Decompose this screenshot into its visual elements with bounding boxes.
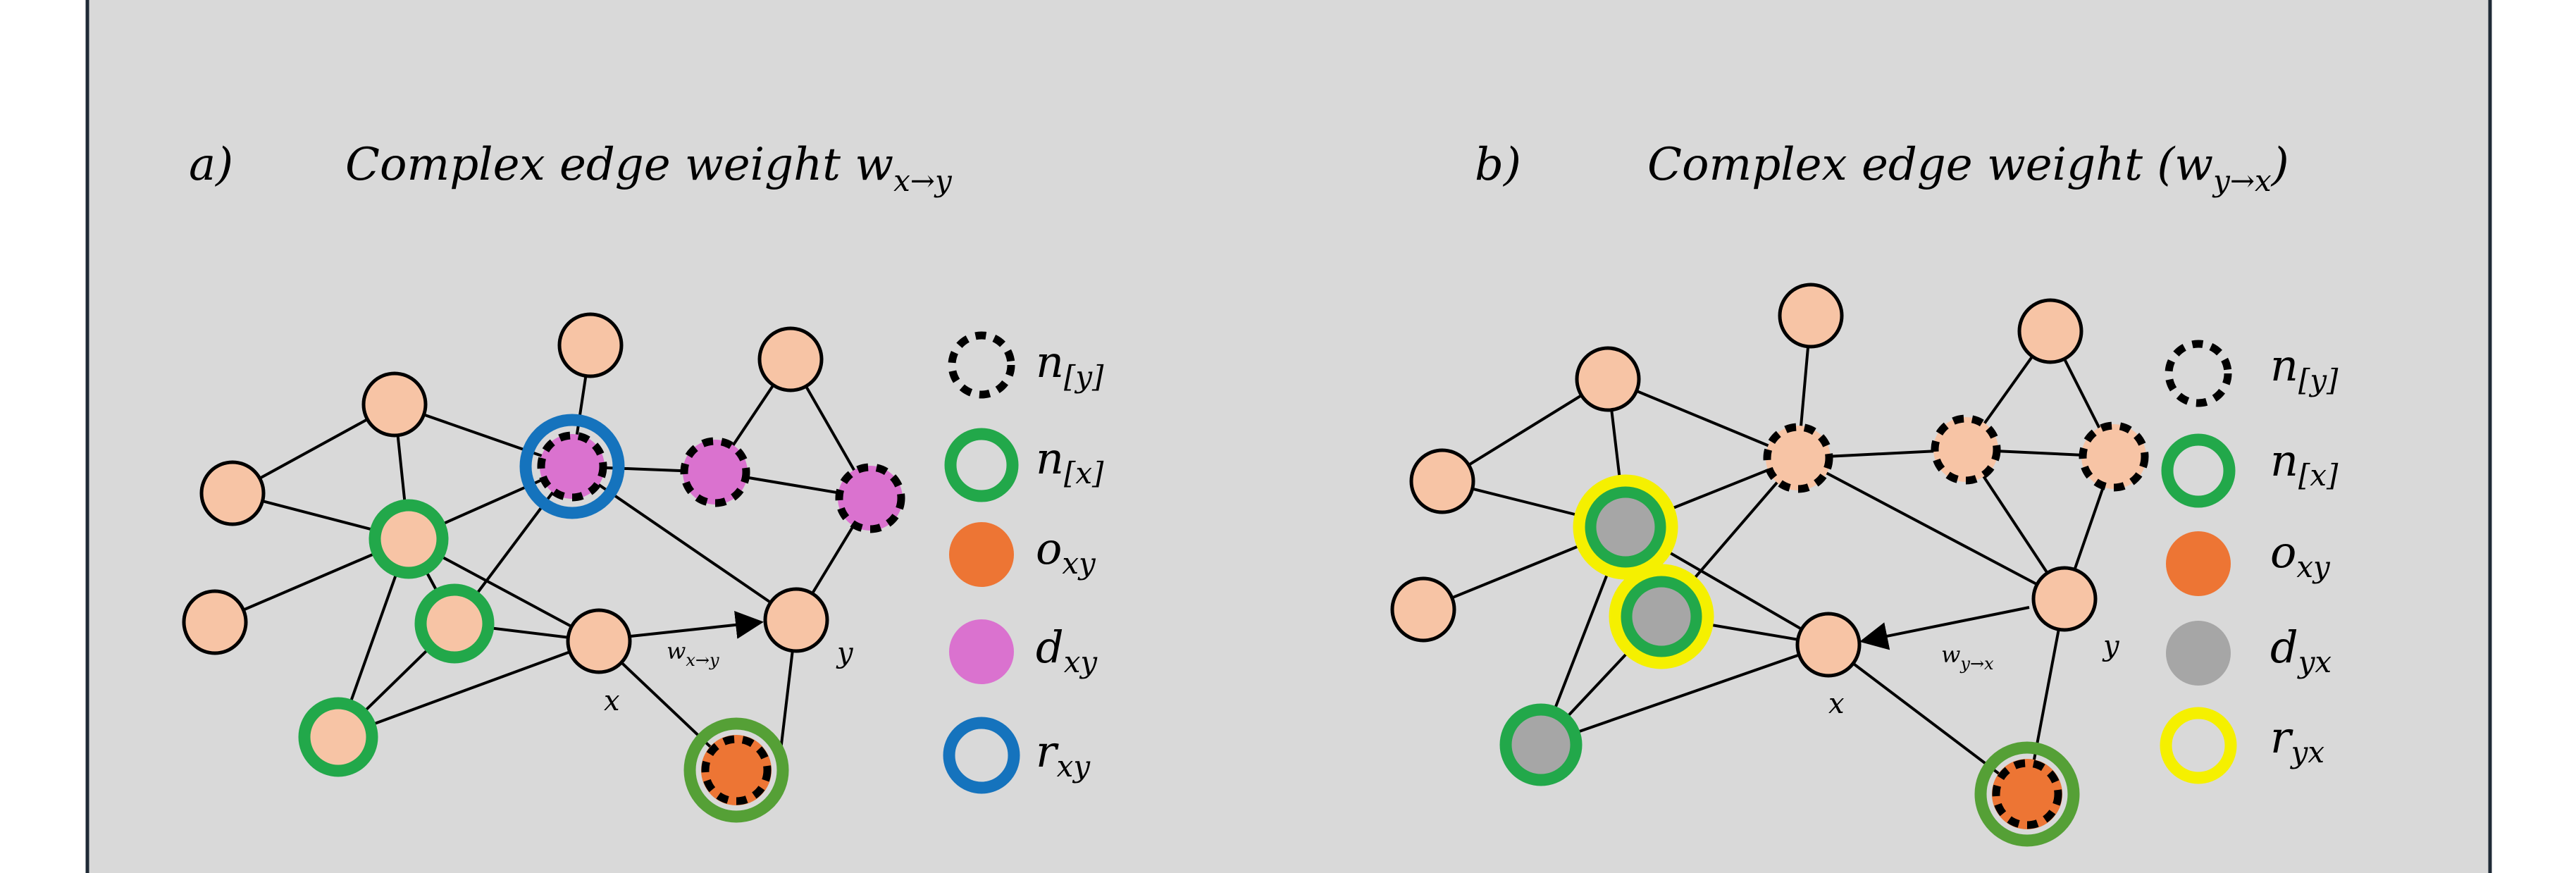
neighbor-x-ring [1974,741,2080,847]
node [557,312,624,378]
legend-label: n[y] [2270,340,2339,397]
node [1575,346,1641,412]
neighbor-x-ring [683,717,789,823]
d-xy-node [838,466,903,531]
node-x [566,608,632,674]
panel-a-legend: n[y] n[x] oxy dxy rxy [943,331,1104,794]
neighbor-x-ring [414,583,495,664]
legend-label: n[x] [2270,435,2339,493]
panel-b-node-x-label: x [1828,688,1845,720]
o-xy-node [1992,759,2062,829]
panel-b-label: b) [1475,139,1521,191]
d-yx-node [1629,584,1694,649]
panel-a: a) Complex edge weight wx→y [182,139,1104,823]
neighbor-y-dashed-ring [537,431,607,502]
legend-label: dyx [2270,621,2332,679]
node [757,326,824,392]
neighbor-y-dashed-ring [701,735,772,805]
legend-label: rxy [1036,726,1091,784]
neighbor-y-dashed-ring [1992,759,2062,829]
panel-a-nodes [182,312,905,823]
legend-label: n[x] [1036,433,1104,490]
panel-b-node-y-label: y [2102,630,2120,662]
node-y [763,587,829,653]
r-xy-node [540,434,605,499]
panel-a-title-symbol: w [855,139,893,191]
legend-marker-green-ring [944,428,1019,502]
neighbor-y-node [2081,424,2146,489]
panel-a-edge-weight-label: wx→y [667,638,719,670]
legend-marker-blue-ring [943,717,1020,794]
neighbor-y-dashed-ring [835,463,905,533]
neighbor-y-dashed-ring [680,437,750,507]
node [1778,283,1844,349]
node [1390,576,1456,643]
panel-b: b) Complex edge weight (wy→x) [1390,139,2339,847]
panel-a-node-y-label: y [836,637,854,669]
neighbor-x-ring [369,499,449,579]
neighbor-x-ring [1620,575,1703,658]
neighbor-x-ring [298,697,378,777]
neighbor-y-dashed-ring [2079,421,2149,492]
node-x [1795,612,1862,678]
legend-marker-dashed-ring [2165,340,2232,407]
panel-a-title: Complex edge weight wx→y [345,139,953,198]
panel-b-legend: n[y] n[x] oxy dyx ryx [2160,340,2339,784]
legend-label: oxy [1036,523,1096,581]
neighbor-x-ring [1584,485,1667,569]
panel-b-edge-weight-label: wy→x [1941,641,1994,674]
legend-label: dxy [1036,621,1098,679]
legend-marker-orange-dot [2166,531,2231,596]
d-yx-node [1509,712,1573,777]
legend-label: oxy [2270,526,2331,584]
node [1409,448,1475,514]
neighbor-y-node [1933,417,1998,482]
d-xy-node [683,440,748,504]
panel-b-title-prefix: Complex edge weight [1647,139,2157,191]
panel-b-directed-edge [1859,606,2030,650]
neighbor-y-dashed-ring [1763,423,1833,493]
legend-marker-yellow-ring [2160,707,2237,784]
legend-marker-pink-dot [949,619,1014,684]
d-yx-node [1593,495,1658,559]
panel-b-nodes [1390,283,2149,847]
node [182,589,248,655]
panel-b-title: Complex edge weight (wy→x) [1647,139,2289,198]
legend-label: ryx [2270,712,2324,769]
legend-marker-gray-dot [2166,621,2231,686]
node [2017,298,2083,364]
node [361,371,428,438]
r-xy-ring [519,414,625,519]
legend-label: n[y] [1036,336,1104,394]
r-yx-ring [1609,564,1714,669]
node-y [2031,566,2098,632]
o-xy-node [701,735,772,805]
panel-a-label: a) [189,139,233,191]
neighbor-y-dashed-ring [1931,414,2001,485]
panel-b-title-subscript: y→x [2212,163,2272,198]
panel-b-title-symbol: w [2174,139,2213,191]
legend-marker-orange-dot [949,522,1014,587]
neighbor-x-ring [1499,703,1583,786]
panel-a-node-x-label: x [604,685,620,717]
r-yx-ring [1573,474,1678,580]
neighbor-y-node [1766,426,1831,490]
legend-marker-dashed-ring [948,331,1015,399]
panel-a-title-subscript: x→y [893,163,953,198]
node [199,460,266,526]
panel-a-directed-edge [630,610,764,639]
panel-a-title-prefix: Complex edge weight [345,139,855,191]
legend-marker-green-ring [2161,433,2236,508]
